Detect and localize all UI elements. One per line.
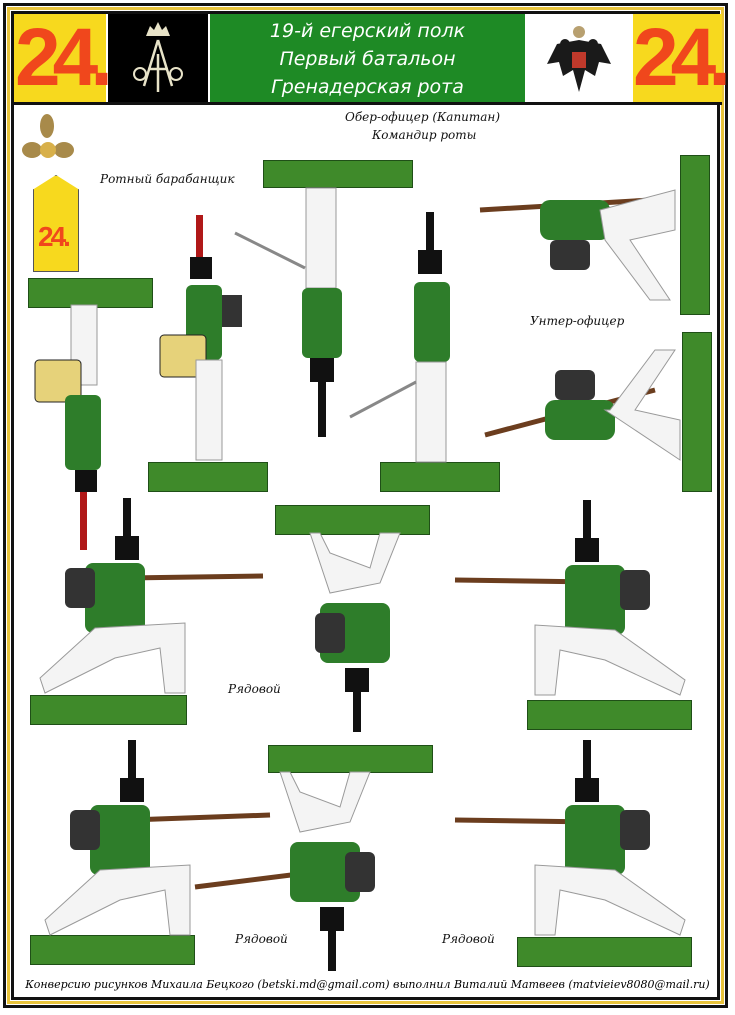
header-divider	[14, 102, 722, 105]
private-label-3: Рядовой	[442, 932, 495, 946]
epaulette-number: 24.	[38, 221, 71, 252]
nco-label: Унтер-офицер	[530, 314, 625, 328]
grenade-emblem-icon	[22, 114, 74, 158]
figure-base	[148, 462, 268, 492]
officer-rank-label: Обер-офицер (Капитан)	[345, 110, 501, 124]
outer-border	[3, 3, 728, 1008]
title-line-regiment: 19-й егерский полк	[269, 20, 466, 42]
private-label-1: Рядовой	[228, 682, 281, 696]
nco-aiming-figure-lower	[484, 349, 681, 461]
inverted-private-figure	[194, 771, 375, 971]
figure-base	[527, 700, 692, 730]
figure-base	[30, 935, 195, 965]
credits-footer: Конверсию рисунков Михаила Бецкого (bets…	[25, 978, 710, 991]
figure-base	[380, 462, 500, 492]
inverted-private-figure	[309, 532, 401, 732]
emblem-panel	[527, 14, 631, 102]
double-headed-eagle-icon	[547, 26, 611, 92]
figure-base	[28, 278, 153, 308]
private-kneeling-figure	[454, 740, 686, 936]
officer-role-label: Командир роты	[372, 128, 477, 142]
private-kneeling-figure	[454, 500, 686, 696]
imperial-monogram-icon	[133, 22, 183, 92]
regiment-number-right: 24.	[633, 12, 731, 103]
figure-base	[682, 332, 712, 492]
monogram-panel	[108, 14, 208, 102]
title-line-company: Гренадерская рота	[271, 76, 464, 98]
private-label-2: Рядовой	[235, 932, 288, 946]
figure-base	[680, 155, 710, 315]
title-panel: 19-й егерский полк Первый батальон Грена…	[210, 14, 525, 102]
inverted-officer-figure	[234, 187, 342, 437]
officer-figure	[349, 212, 450, 463]
title-line-battalion: Первый батальон	[279, 48, 456, 70]
figure-base	[275, 505, 430, 535]
figure-base	[268, 745, 433, 773]
figure-base	[263, 160, 413, 188]
figure-base	[30, 695, 187, 725]
inverted-drummer-figure	[34, 304, 101, 550]
drummer-label: Ротный барабанщик	[100, 172, 235, 186]
drummer-figure	[159, 215, 242, 461]
epaulette: 24.	[33, 175, 79, 272]
gold-border	[7, 7, 724, 1004]
private-kneeling-figure	[39, 498, 264, 694]
nco-aiming-figure-upper	[479, 189, 676, 301]
figure-base	[517, 937, 692, 967]
regiment-number-left: 24.	[14, 12, 113, 103]
private-kneeling-figure	[44, 740, 271, 936]
